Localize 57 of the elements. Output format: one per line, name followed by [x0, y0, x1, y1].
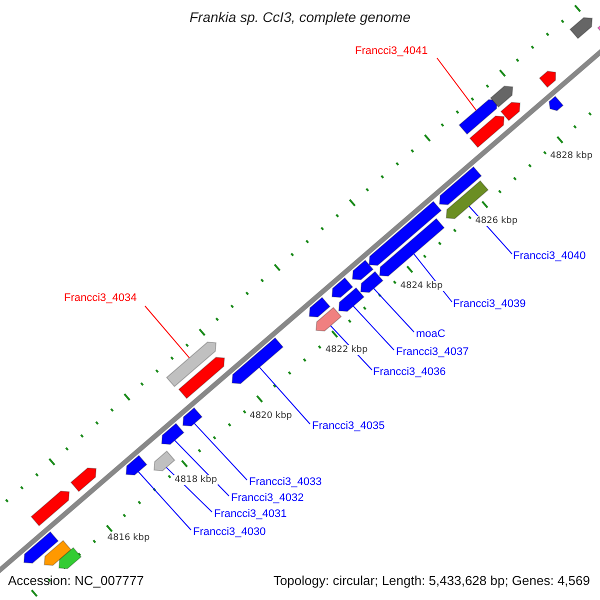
gene-block [178, 356, 225, 400]
scale-label: 4820 kbp [248, 410, 294, 421]
gene-block [44, 540, 72, 566]
gene-block [332, 277, 354, 298]
gene-label: Francci3_4033 [249, 476, 322, 488]
gene-block [308, 296, 331, 318]
gene-block [70, 468, 97, 492]
gene-label: Francci3_4041 [355, 45, 428, 57]
gene-block [154, 450, 176, 472]
gene-label: moaC [416, 328, 446, 340]
leader-line [352, 306, 394, 350]
gene-block [379, 218, 445, 277]
gene-block [30, 490, 70, 526]
scale-label: 4828 kbp [549, 151, 594, 162]
gene-block [23, 531, 59, 564]
accession-text: Accession: NC_007777 [8, 573, 144, 588]
leader-line [144, 306, 190, 358]
gene-block [490, 86, 514, 108]
gene-block [126, 454, 148, 476]
gene-block [569, 17, 593, 40]
gene-block [360, 270, 384, 293]
gene-block [439, 166, 482, 206]
gene-block [352, 260, 374, 280]
gene-block [338, 287, 365, 312]
gene-block [548, 96, 564, 112]
gene-label: Francci3_4035 [312, 420, 385, 432]
gene-block [166, 342, 216, 388]
leader-line [259, 366, 310, 424]
gene-label: Francci3_4040 [513, 250, 586, 262]
gene-block [458, 99, 498, 135]
leader-line [138, 471, 192, 530]
gene-block [161, 422, 185, 445]
scale-label: 4824 kbp [399, 280, 444, 291]
gene-label: Francci3_4030 [193, 526, 266, 538]
leader-line [436, 58, 477, 111]
gene-block [232, 337, 284, 384]
genome-info-text: Topology: circular; Length: 5,433,628 bp; Genes: 4,569 [273, 573, 590, 588]
gene-block [368, 200, 442, 266]
gene-block [58, 547, 82, 570]
title: Frankia sp. CcI3, complete genome [188, 9, 412, 25]
gene-label: Francci3_4039 [453, 298, 526, 310]
gene-block [538, 70, 556, 88]
gene-block [469, 116, 505, 148]
leader-line [373, 288, 414, 332]
gene-block [316, 306, 342, 332]
gene-label: Francci3_4036 [373, 366, 446, 378]
scale-label: 4826 kbp [474, 216, 519, 226]
leader-line [194, 422, 248, 480]
scale-label: 4816 kbp [106, 533, 151, 544]
gene-label: Francci3_4031 [214, 508, 287, 520]
scale-label: 4818 kbp [174, 475, 218, 486]
gene-block [500, 102, 521, 122]
gene-label: Francci3_4032 [231, 492, 304, 504]
scale-label: 4822 kbp [324, 345, 369, 356]
gene-label: Francci3_4037 [396, 346, 469, 358]
gene-block [182, 407, 203, 427]
gene-label: Francci3_4034 [64, 292, 137, 304]
